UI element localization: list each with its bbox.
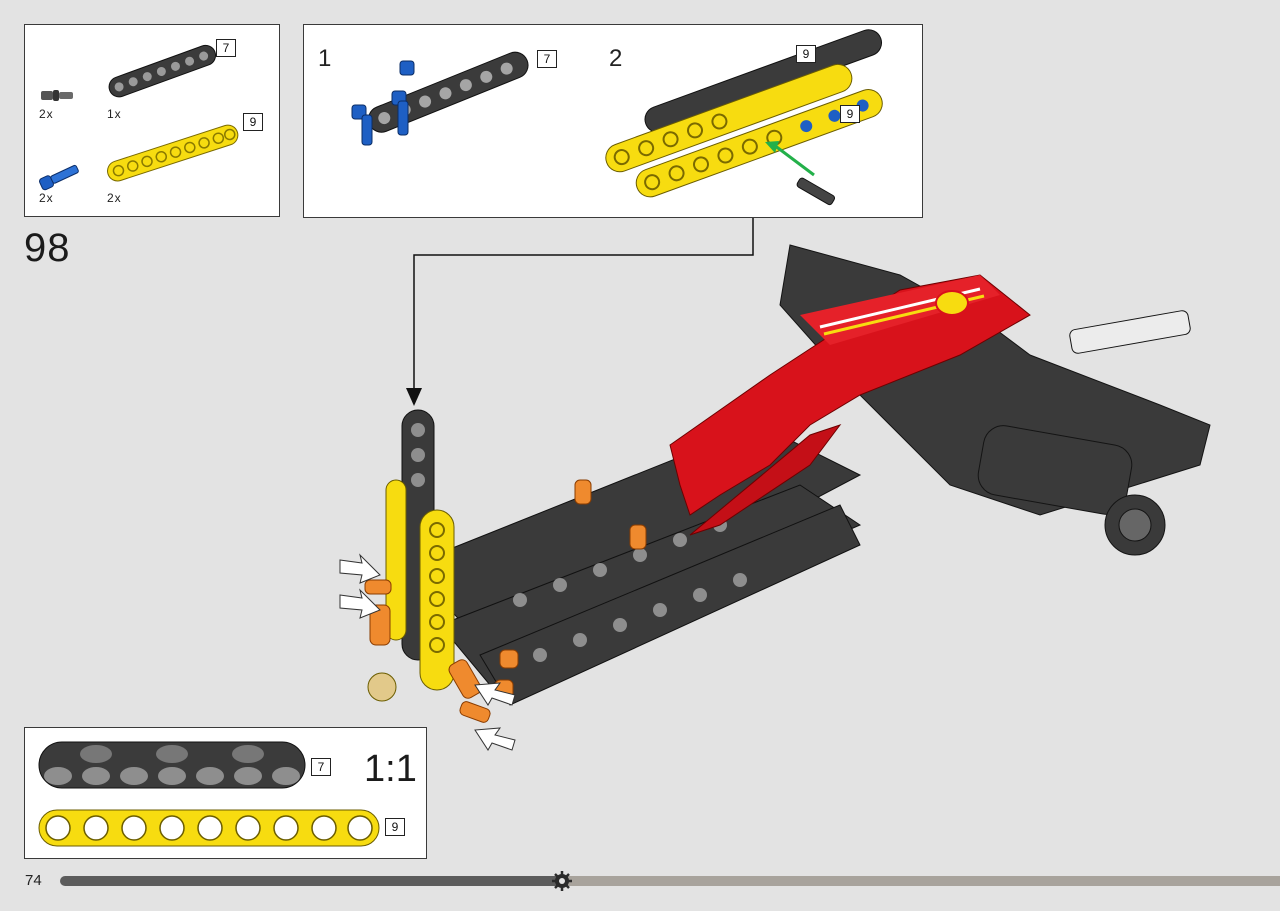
part-qty: 2x <box>39 107 54 121</box>
part-qty: 1x <box>107 107 122 121</box>
length-callout: 7 <box>311 758 331 776</box>
substep-number: 1 <box>318 45 332 72</box>
insert-arrows <box>339 553 516 751</box>
progress-bar-complete <box>60 876 560 886</box>
scale-label: 1:1 <box>364 748 417 790</box>
substep-2-assembly <box>605 29 883 206</box>
parts-list-panel: 2x 7 1x 2x 9 2x <box>24 24 280 217</box>
yellow-beam-9-part <box>107 124 239 182</box>
length-callout: 7 <box>216 39 236 57</box>
scale-yellow-beam-9 <box>38 809 380 847</box>
length-callout: 7 <box>537 50 557 68</box>
black-pin-part <box>41 90 73 101</box>
part-qty: 2x <box>39 191 54 205</box>
chassis-model-illustration <box>339 244 1211 751</box>
blue-axle-pin-part <box>39 164 79 191</box>
scale-black-beam-7 <box>38 741 306 789</box>
length-callout: 9 <box>243 113 263 131</box>
progress-bar-remaining <box>560 876 1280 886</box>
red-body-panel <box>669 274 1031 536</box>
step-number: 98 <box>24 226 71 270</box>
length-callout: 9 <box>796 45 816 63</box>
black-beam-7-part <box>108 44 217 98</box>
subassembly-panel: 1 7 2 <box>303 24 923 218</box>
substep-1-assembly <box>351 51 529 146</box>
length-callout: 9 <box>840 105 860 123</box>
part-qty: 2x <box>107 191 122 205</box>
gear-icon <box>552 871 572 891</box>
length-callout: 9 <box>385 818 405 836</box>
front-upright-beams <box>385 409 455 691</box>
substep-number: 2 <box>609 45 623 72</box>
scale-reference-panel: 7 9 <box>24 727 427 859</box>
page-number: 74 <box>25 872 42 889</box>
callout-connector-arrow <box>406 218 754 406</box>
